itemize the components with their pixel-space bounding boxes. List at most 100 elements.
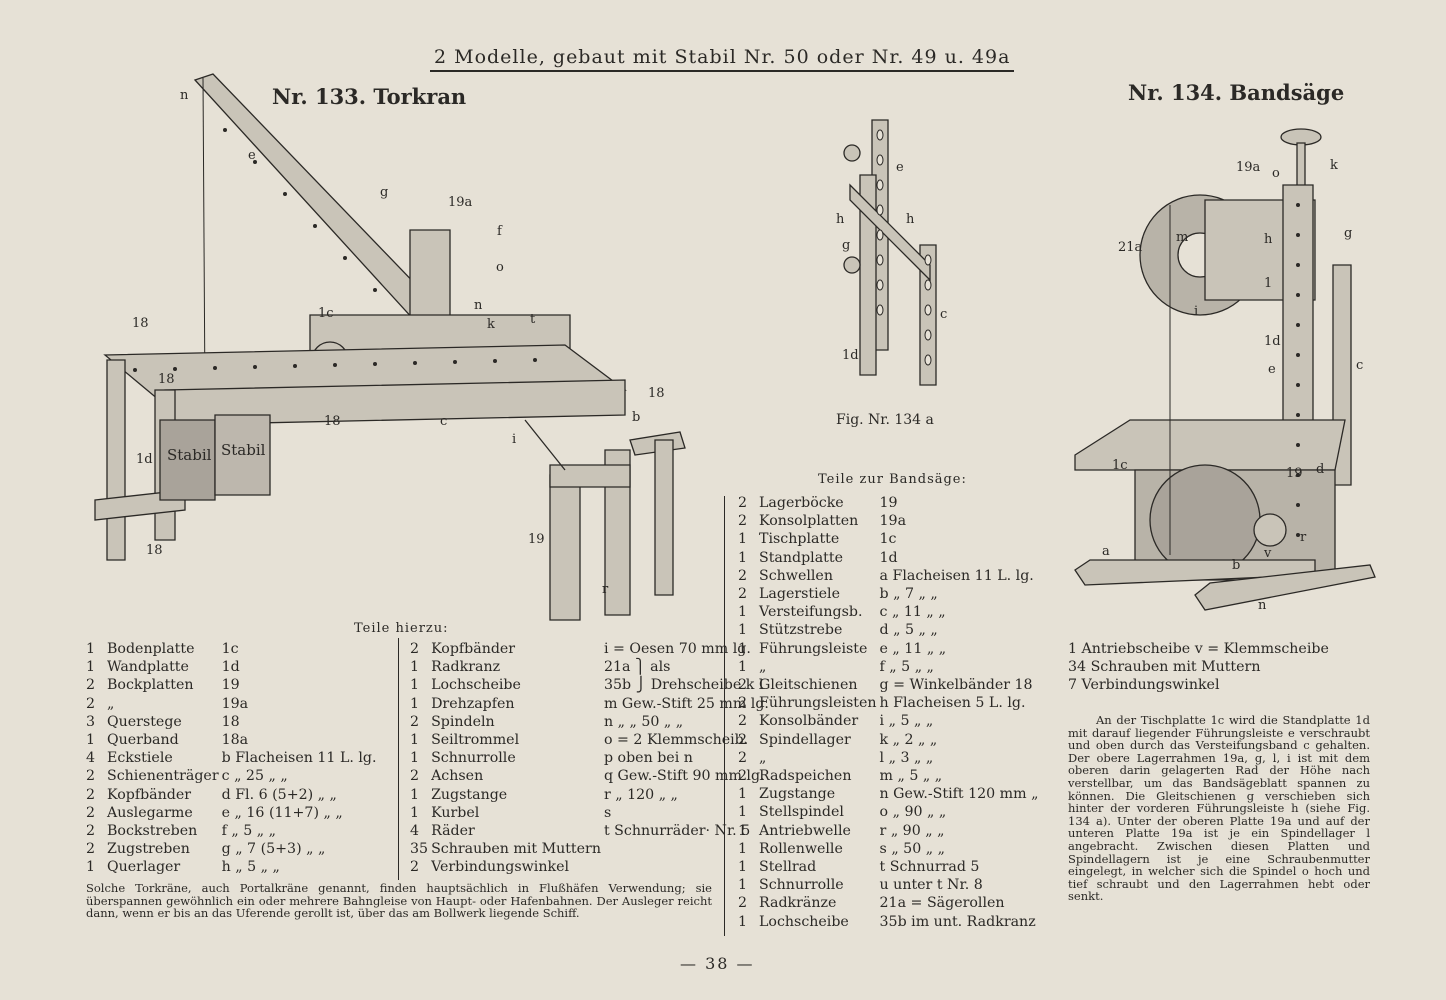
crane-label: n: [474, 298, 483, 313]
crane-label: g: [380, 185, 389, 200]
part-name: Konsolbänder: [759, 713, 859, 730]
part-name: Lochscheibe: [759, 913, 849, 930]
part-name: Zugstreben: [107, 841, 190, 858]
part-name: Spindeln: [431, 713, 495, 730]
part-qty: 2: [86, 677, 96, 694]
detail-caption: Fig. Nr. 134 a: [836, 412, 934, 428]
part-spec: 21a ⎫ als: [603, 659, 671, 676]
part-qty: 2: [86, 768, 96, 785]
part-spec: 35b ⎭ Drehscheibe k l: [603, 677, 764, 694]
saw-extra-part: 1 Antriebscheibe v = Klemmscheibe: [1068, 641, 1329, 657]
part-name: Radspeichen: [759, 768, 852, 785]
saw-label: e: [1268, 362, 1276, 377]
part-qty: 2: [410, 768, 420, 785]
detail-label: h: [906, 212, 915, 227]
saw-extra-part: 34 Schrauben mit Muttern: [1068, 659, 1261, 676]
part-qty: 4: [410, 823, 420, 840]
crane-label: k: [487, 317, 495, 332]
part-qty: 1: [86, 641, 96, 657]
part-name: Kurbel: [431, 804, 480, 821]
saw-title: Nr. 134. Bandsäge: [1128, 80, 1345, 105]
part-name: „: [759, 658, 767, 675]
crane-description: Solche Torkräne, auch Portalkräne genann…: [86, 881, 712, 921]
part-qty: 2: [86, 695, 96, 712]
saw-illustration: [1075, 128, 1375, 615]
part-spec: d „ 5 „ „: [879, 622, 938, 639]
part-spec: l „ 3 „ „: [879, 749, 934, 766]
crane-label: o: [496, 260, 504, 275]
part-spec: t Schnurräder· Nr. 5: [603, 823, 751, 840]
part-spec: d Fl. 6 (5+2) „ „: [221, 786, 337, 803]
part-spec: 19a: [221, 695, 249, 712]
part-name: Versteifungsb.: [759, 604, 863, 621]
part-qty: 1: [738, 877, 748, 894]
part-qty: 2: [86, 841, 96, 858]
part-spec: t Schnurrad 5: [879, 859, 980, 876]
crane-label: b: [632, 410, 641, 425]
part-name: Querstege: [107, 713, 182, 730]
part-spec: 18a: [221, 732, 249, 749]
part-spec: i = Oesen 70 mm lg.: [603, 641, 751, 657]
part-spec: 18: [221, 713, 240, 730]
part-name: Standplatte: [759, 549, 843, 566]
crane-parts-heading: Teile hierzu:: [354, 621, 449, 636]
part-qty: 2: [86, 804, 96, 821]
detail-label: c: [940, 307, 948, 322]
part-qty: 1: [738, 804, 748, 821]
saw-label: r: [1300, 530, 1307, 545]
part-qty: 2: [738, 513, 748, 530]
crane-label: 1d: [136, 452, 153, 467]
part-qty: 2: [738, 749, 748, 766]
part-spec: 19a: [879, 513, 907, 530]
part-name: Verbindungswinkel: [431, 859, 570, 876]
part-qty: 2: [738, 731, 748, 748]
part-spec: 35b im unt. Radkranz: [879, 913, 1036, 930]
saw-label: v: [1264, 546, 1272, 561]
saw-label: 1: [1264, 276, 1273, 291]
part-name: Lagerstiele: [759, 586, 840, 603]
part-spec: s „ 50 „ „: [879, 840, 945, 857]
crane-illustration: Stabil Stabil: [95, 70, 715, 630]
part-name: Konsolplatten: [759, 513, 859, 530]
part-name: „: [759, 749, 767, 766]
part-spec: m „ 5 „ „: [879, 768, 943, 785]
part-spec: 1c: [221, 641, 239, 657]
part-qty: 2: [410, 641, 420, 657]
part-qty: 2: [738, 695, 748, 712]
saw-label: 19: [1286, 466, 1303, 481]
saw-label: a: [1102, 544, 1110, 559]
divider: [724, 496, 725, 936]
part-qty: 1: [738, 622, 748, 639]
part-qty: 2: [410, 859, 420, 876]
part-name: Stellspindel: [759, 804, 844, 821]
part-qty: 1: [738, 840, 748, 857]
saw-extra-part: 7 Verbindungswinkel: [1068, 677, 1220, 694]
crane-label: t: [530, 312, 536, 327]
part-spec: p oben bei n: [603, 750, 693, 767]
parts-row: 2 „ l „ 3 „ „: [738, 749, 1041, 767]
part-spec: o = 2 Klemmscheib.: [603, 732, 749, 749]
part-name: Schnurrolle: [431, 750, 516, 767]
part-name: Führungsleiste: [759, 640, 868, 657]
part-name: Rollenwelle: [759, 840, 843, 857]
part-qty: 2: [738, 677, 748, 694]
detail-label: e: [896, 160, 904, 175]
saw-label: 21a: [1118, 240, 1143, 255]
crane-label: i: [512, 432, 517, 447]
part-qty: 2: [738, 567, 748, 584]
part-qty: 1: [738, 786, 748, 803]
part-name: Zugstange: [431, 786, 508, 803]
